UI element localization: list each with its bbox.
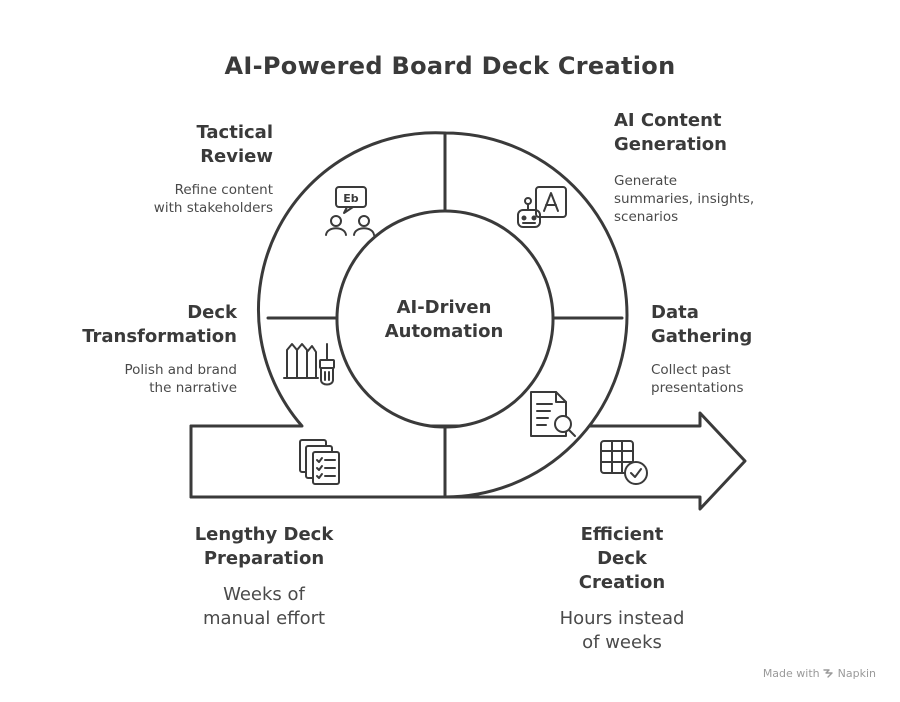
tactical-review-title-line2: Review <box>200 146 273 167</box>
data-gathering-desc-line1: Collect past <box>651 362 731 378</box>
before-desc-line2: manual effort <box>202 608 326 629</box>
deck-transformation-desc: Polish and brand the narrative <box>124 361 237 397</box>
center-label-line1: AI-Driven <box>396 297 492 318</box>
ai-content-title-line2: Generation <box>614 134 727 155</box>
after-title-line1: Efficient <box>580 524 664 545</box>
after-desc-line2: of weeks <box>582 632 662 653</box>
after-desc-line1: Hours instead <box>559 608 685 629</box>
footer-prefix: Made with <box>762 667 820 680</box>
before-desc: Weeks of manual effort <box>152 583 376 631</box>
deck-transformation-title-line2: Transformation <box>82 326 237 347</box>
data-gathering-title-line1: Data <box>651 302 699 323</box>
footer-credit[interactable]: Made with Napkin <box>763 667 876 680</box>
people-discussion-icon: Eb <box>325 186 375 236</box>
ai-content-desc-line2: summaries, insights, <box>614 191 755 207</box>
data-gathering-desc-line2: presentations <box>651 380 744 396</box>
deck-transformation-desc-line1: Polish and brand <box>124 362 237 378</box>
footer-brand: Napkin <box>837 667 876 680</box>
document-search-icon <box>530 391 576 437</box>
ai-content-desc-line1: Generate <box>614 173 678 189</box>
paint-brush-icon <box>283 343 335 386</box>
napkin-logo-icon <box>823 669 833 678</box>
deck-transformation-title-line1: Deck <box>187 302 237 323</box>
data-gathering-title: Data Gathering <box>651 301 752 349</box>
tactical-review-title-line1: Tactical <box>196 122 273 143</box>
svg-text:Eb: Eb <box>343 192 359 205</box>
tactical-review-desc: Refine content with stakeholders <box>154 181 273 217</box>
ai-content-desc: Generate summaries, insights, scenarios <box>614 172 754 226</box>
before-desc-line1: Weeks of <box>223 584 305 605</box>
center-label-line2: Automation <box>384 321 504 342</box>
ai-content-title: AI Content Generation <box>614 109 727 157</box>
before-title-line2: Preparation <box>203 548 325 569</box>
spreadsheet-check-icon <box>600 440 648 485</box>
after-desc: Hours instead of weeks <box>510 607 734 655</box>
center-label: AI-Driven Automation <box>338 296 550 344</box>
tactical-review-desc-line2: with stakeholders <box>153 200 273 216</box>
tactical-review-title: Tactical Review <box>196 121 273 169</box>
deck-transformation-desc-line2: the narrative <box>149 380 237 396</box>
checklist-documents-icon <box>299 439 340 485</box>
before-title: Lengthy Deck Preparation <box>152 523 376 571</box>
page-title: AI-Powered Board Deck Creation <box>224 52 676 80</box>
deck-transformation-title: Deck Transformation <box>82 301 237 349</box>
robot-text-icon <box>517 186 567 228</box>
before-title-line1: Lengthy Deck <box>194 524 334 545</box>
data-gathering-title-line2: Gathering <box>651 326 753 347</box>
ai-content-title-line1: AI Content <box>614 110 722 131</box>
after-title: Efficient Deck Creation <box>510 523 734 595</box>
tactical-review-desc-line1: Refine content <box>174 182 273 198</box>
after-title-line2: Deck <box>597 548 647 569</box>
after-title-line3: Creation <box>578 572 666 593</box>
ai-content-desc-line3: scenarios <box>614 209 679 225</box>
data-gathering-desc: Collect past presentations <box>651 361 743 397</box>
